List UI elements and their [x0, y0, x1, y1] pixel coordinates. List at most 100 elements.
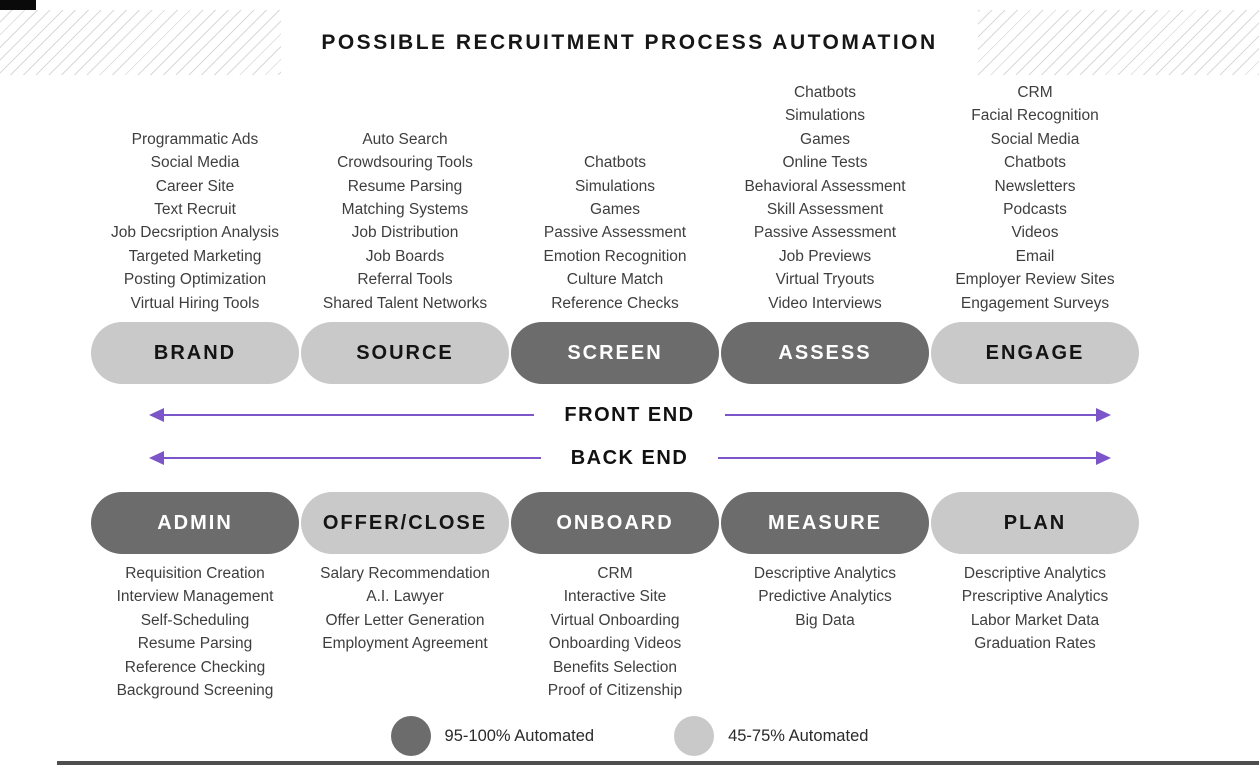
list-item: Reference Checking: [124, 658, 266, 676]
automation-legend: 95-100% Automated 45-75% Automated: [0, 716, 1259, 756]
list-item: Descriptive Analytics: [753, 565, 897, 582]
list-item: Benefits Selection: [552, 658, 678, 676]
list-item: Facial Recognition: [971, 107, 1099, 125]
list-item: Newsletters: [994, 177, 1076, 195]
list-item: Games: [800, 130, 850, 148]
list-item: Behavioral Assessment: [744, 177, 906, 195]
top-left-border-bar: [0, 0, 36, 10]
arrow-line: [163, 414, 535, 416]
list-item: Auto Search: [362, 130, 448, 148]
list-item: Employment Agreement: [322, 635, 488, 653]
list-item: Job Decsription Analysis: [111, 224, 279, 242]
list-item: Email: [1015, 247, 1055, 265]
list-item: Simulations: [784, 107, 866, 125]
list-item: Job Boards: [365, 247, 445, 265]
stage-pill-engage: ENGAGE: [931, 322, 1139, 384]
list-item: Referral Tools: [357, 271, 453, 289]
page-title: POSSIBLE RECRUITMENT PROCESS AUTOMATION: [321, 30, 938, 54]
list-item: Job Distribution: [351, 224, 459, 242]
list-item: Salary Recommendation: [320, 565, 490, 582]
list-item: Self-Scheduling: [140, 611, 250, 629]
list-item: Games: [590, 200, 640, 218]
list-item: Career Site: [155, 177, 235, 195]
list-item: Social Media: [150, 154, 240, 172]
list-item: Shared Talent Networks: [322, 294, 488, 312]
back-end-label: BACK END: [570, 446, 689, 469]
list-item: Resume Parsing: [347, 177, 463, 195]
list-item: Job Previews: [778, 247, 872, 265]
list-item: Text Recruit: [154, 200, 236, 218]
title-box: POSSIBLE RECRUITMENT PROCESS AUTOMATION: [281, 10, 978, 75]
list-item: Offer Letter Generation: [325, 611, 485, 629]
list-item: Programmatic Ads: [131, 130, 259, 148]
front-end-label: FRONT END: [564, 403, 695, 426]
list-item: CRM: [1017, 83, 1053, 101]
bottom-border-bar: [57, 761, 1259, 765]
list-item: Virtual Tryouts: [775, 271, 875, 289]
arrow-line: [724, 414, 1096, 416]
list-item: Simulations: [574, 177, 656, 195]
list-item: Labor Market Data: [970, 611, 1100, 629]
list-item: Resume Parsing: [137, 635, 253, 653]
list-item: Predictive Analytics: [758, 588, 892, 606]
list-item: Passive Assessment: [753, 224, 897, 242]
list-item: Targeted Marketing: [128, 247, 262, 265]
list-item: Chatbots: [793, 83, 857, 101]
legend-label: 45-75% Automated: [728, 726, 869, 745]
list-item: Interview Management: [116, 588, 274, 606]
list-item: Crowdsouring Tools: [337, 154, 473, 172]
stage-pill-screen: SCREEN: [511, 322, 719, 384]
arrow-section: FRONT END BACK END: [0, 402, 1259, 471]
list-item: Interactive Site: [563, 588, 667, 606]
back-end-arrow: BACK END: [148, 445, 1111, 471]
list-item: Onboarding Videos: [548, 635, 682, 653]
arrow-right-icon: [1095, 451, 1111, 465]
list-item: Graduation Rates: [974, 635, 1096, 653]
list-item: Matching Systems: [341, 200, 469, 218]
list-item: Engagement Surveys: [960, 294, 1110, 312]
list-item: Posting Optimization: [123, 271, 267, 289]
stage-pill-measure: MEASURE: [721, 492, 929, 554]
list-item: Passive Assessment: [543, 224, 687, 242]
list-item: Employer Review Sites: [955, 271, 1115, 289]
list-item: Videos: [1011, 224, 1059, 242]
list-item: Chatbots: [1003, 154, 1067, 172]
arrow-line: [163, 457, 541, 459]
stage-pill-assess: ASSESS: [721, 322, 929, 384]
arrow-left-icon: [148, 408, 164, 422]
arrow-left-icon: [148, 451, 164, 465]
legend-item-dark: 95-100% Automated: [390, 716, 594, 756]
list-item: Big Data: [795, 611, 855, 629]
list-item: Video Interviews: [768, 294, 882, 312]
list-item: Chatbots: [583, 154, 647, 172]
list-item: Emotion Recognition: [543, 247, 687, 265]
arrow-right-icon: [1095, 408, 1111, 422]
stage-pill-source: SOURCE: [301, 322, 509, 384]
list-item: Requisition Creation: [125, 565, 265, 582]
list-item: Skill Assessment: [766, 200, 884, 218]
list-item: Social Media: [990, 130, 1080, 148]
list-item: Online Tests: [782, 154, 868, 172]
legend-dot-dark-icon: [390, 716, 431, 756]
title-band-hatched: POSSIBLE RECRUITMENT PROCESS AUTOMATION: [0, 10, 1259, 75]
list-item: Descriptive Analytics: [963, 565, 1107, 582]
list-item: A.I. Lawyer: [366, 588, 444, 606]
list-item: Prescriptive Analytics: [961, 588, 1109, 606]
list-item: Culture Match: [566, 271, 664, 289]
list-item: Virtual Hiring Tools: [130, 294, 260, 312]
stage-pill-offer-close: OFFER/CLOSE: [301, 492, 509, 554]
legend-dot-light-icon: [674, 716, 715, 756]
stage-pill-onboard: ONBOARD: [511, 492, 719, 554]
